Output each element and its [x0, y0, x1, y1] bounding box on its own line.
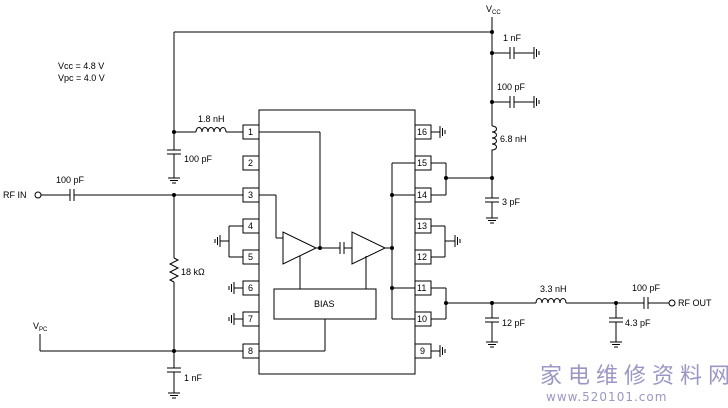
inductor-3-3nh-label: 3.3 nH [540, 284, 567, 294]
inductor-6-8nh [491, 125, 497, 156]
cap-vcc-1nf [492, 46, 540, 60]
pin-12-number: 12 [417, 252, 427, 262]
pin-1-number: 1 [248, 127, 253, 137]
vcc-rail [173, 17, 494, 150]
pin-11-number: 11 [417, 283, 426, 293]
watermark-url: www.520101.com [546, 390, 667, 404]
ic-body [258, 109, 416, 375]
vcc-terminal-label: VCC [486, 4, 501, 16]
cap-vcc-100pf-label: 100 pF [497, 82, 526, 92]
cap-output-label: 100 pF [632, 283, 661, 293]
pin-6-number: 6 [248, 283, 253, 293]
pin-14-number: 14 [417, 190, 427, 200]
inductor-1-8nh-label: 1.8 nH [198, 114, 225, 124]
cap-12pf-label: 12 pF [502, 318, 526, 328]
bias-block [273, 288, 377, 320]
cap-vcc-100pf [492, 95, 540, 109]
pin9-ground [431, 344, 446, 358]
pin-3-number: 3 [248, 190, 253, 200]
resistor-18k-label: 18 kΩ [181, 267, 205, 277]
pin-13-number: 13 [417, 221, 427, 231]
cap-pin1-label: 100 pF [184, 154, 213, 164]
pin-7-number: 7 [248, 314, 253, 324]
pin-2-number: 2 [248, 158, 253, 168]
cap-3pf-label: 3 pF [502, 197, 521, 207]
cap-3pf [485, 197, 499, 224]
pin4-5-ground [214, 225, 243, 258]
pin-16-number: 16 [417, 127, 427, 137]
pin6-7-ground [228, 281, 243, 326]
pin1-network [167, 127, 243, 184]
collector-node-wiring [431, 156, 494, 198]
vpc-terminal-label: VPC [33, 321, 48, 333]
rf-input-network [34, 189, 243, 353]
pin-15-number: 15 [417, 158, 427, 168]
inductor-6-8nh-label: 6.8 nH [500, 134, 527, 144]
cap-vcc-1nf-label: 1 nF [503, 33, 522, 43]
cap-pin8-label: 1 nF [184, 373, 203, 383]
pin16-ground [431, 125, 446, 139]
pin-5-number: 5 [248, 252, 253, 262]
pin-8-number: 8 [248, 346, 253, 356]
rf-out-label: RF OUT [678, 298, 712, 308]
pin-10-number: 10 [417, 314, 427, 324]
output-network [431, 287, 676, 348]
cap-input-label: 100 pF [56, 175, 85, 185]
pin-9-number: 9 [420, 346, 425, 356]
vpc-line [39, 334, 243, 399]
watermark-chinese: 家电维修资料网 [540, 364, 728, 389]
rf-in-label: RF IN [3, 190, 27, 200]
ic-internal-wiring [259, 131, 415, 352]
pin13-12-ground [431, 225, 461, 258]
vpc-value-label: Vpc = 4.0 V [58, 73, 105, 83]
bias-block-label: BIAS [314, 299, 335, 309]
pin-4-number: 4 [248, 221, 253, 231]
cap-4-3pf-label: 4.3 pF [625, 318, 651, 328]
vcc-value-label: Vcc = 4.8 V [58, 61, 104, 71]
